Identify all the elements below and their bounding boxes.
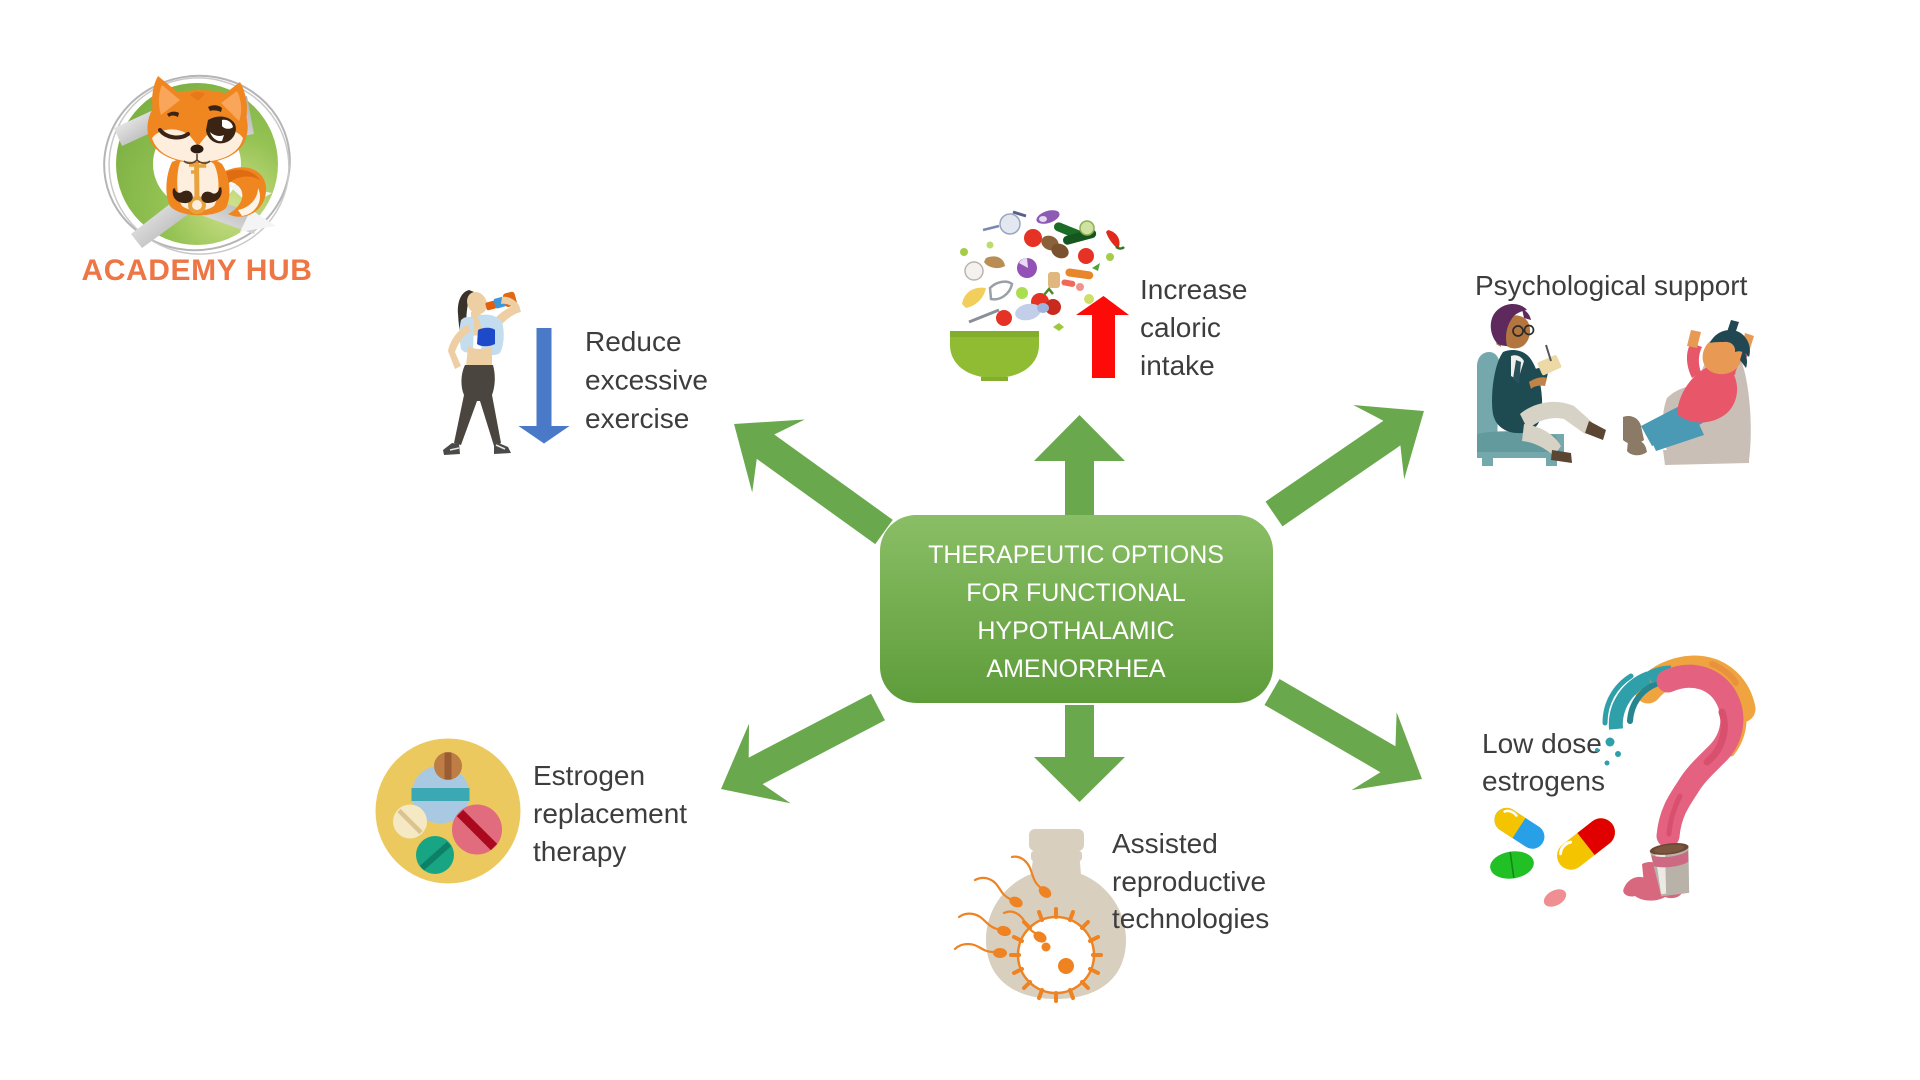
- svg-text:excessive: excessive: [585, 365, 708, 396]
- svg-text:Increase: Increase: [1140, 274, 1247, 305]
- svg-text:THERAPEUTIC OPTIONS: THERAPEUTIC OPTIONS: [928, 541, 1224, 569]
- svg-text:Estrogen: Estrogen: [533, 760, 645, 791]
- svg-text:Reduce: Reduce: [585, 326, 682, 357]
- svg-text:reproductive: reproductive: [1112, 866, 1266, 897]
- svg-text:therapy: therapy: [533, 836, 626, 867]
- svg-text:replacement: replacement: [533, 798, 687, 829]
- svg-text:AMENORRHEA: AMENORRHEA: [986, 655, 1166, 683]
- svg-text:FOR FUNCTIONAL: FOR FUNCTIONAL: [966, 579, 1186, 607]
- svg-text:technologies: technologies: [1112, 903, 1269, 934]
- svg-text:intake: intake: [1140, 350, 1215, 381]
- svg-text:HYPOTHALAMIC: HYPOTHALAMIC: [977, 617, 1174, 645]
- svg-text:ACADEMY HUB: ACADEMY HUB: [81, 254, 312, 287]
- svg-text:Psychological support: Psychological support: [1475, 270, 1748, 301]
- svg-text:estrogens: estrogens: [1482, 766, 1605, 797]
- svg-text:Assisted: Assisted: [1112, 828, 1218, 859]
- svg-text:Low dose: Low dose: [1482, 728, 1602, 759]
- svg-text:exercise: exercise: [585, 403, 689, 434]
- svg-text:caloric: caloric: [1140, 312, 1221, 343]
